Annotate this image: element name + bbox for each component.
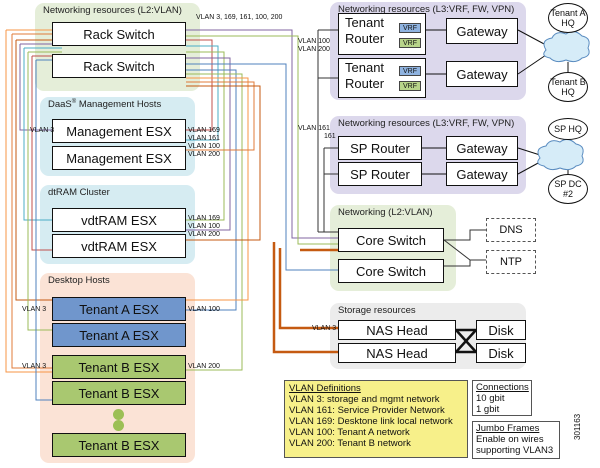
core-group-title: Networking (L2:VLAN) [338, 207, 433, 218]
rack-switch-1: Rack Switch [52, 22, 186, 46]
tenant-b-esx-2: Tenant B ESX [52, 381, 186, 405]
vlan161-short-label: 161 [324, 133, 336, 140]
core-switch-2: Core Switch [338, 259, 444, 283]
tenant-a-hq: Tenant A HQ [548, 3, 588, 33]
nas-head-1: NAS Head [338, 320, 456, 340]
management-esx-2: Management ESX [52, 146, 186, 170]
ellipsis-dot [113, 409, 124, 420]
vdtram-esx-2: vdtRAM ESX [52, 234, 186, 258]
sp-router-1: SP Router [338, 136, 422, 160]
gateway-4: Gateway [446, 162, 518, 186]
figure-number: 301163 [573, 413, 582, 440]
legend-row: VLAN 100: Tenant A network [289, 427, 410, 438]
vlan-top-label: VLAN 3, 169, 161, 100, 200 [196, 14, 283, 21]
core-switch-1: Core Switch [338, 228, 444, 252]
vlan200-label: VLAN 200 [298, 46, 330, 53]
vlan-definitions-legend: VLAN Definitions VLAN 3: storage and mgm… [284, 380, 468, 458]
jumbo-frames-legend: Jumbo Frames Enable on wires supporting … [472, 421, 560, 459]
nas-head-2: NAS Head [338, 343, 456, 363]
gateway-2: Gateway [446, 61, 518, 87]
l3-group-title-tenant: Networking resources (L3:VRF, FW, VPN) [338, 4, 515, 15]
tenant-a-esx-1: Tenant A ESX [52, 297, 186, 321]
vlan3-label: VLAN 3 [22, 306, 47, 313]
desktop-group-title: Desktop Hosts [48, 275, 110, 286]
management-esx-1: Management ESX [52, 119, 186, 143]
vlan200-label: VLAN 200 [188, 363, 220, 370]
gateway-3: Gateway [446, 136, 518, 160]
vrf-chip: VRF [399, 66, 421, 76]
vrf-chip: VRF [399, 23, 421, 33]
sp-router-2: SP Router [338, 162, 422, 186]
jumbo-title: Jumbo Frames [476, 423, 540, 434]
legend-row: VLAN 3: storage and mgmt network [289, 394, 440, 405]
vlan169-label: VLAN 169 [188, 215, 220, 222]
vlan100-label: VLAN 100 [188, 223, 220, 230]
ellipsis-dot [113, 420, 124, 431]
l3-group-title-sp: Networking resources (L3:VRF, FW, VPN) [338, 118, 515, 129]
vlan100-label: VLAN 100 [188, 306, 220, 313]
connection-1g: 1 gbit [476, 404, 500, 415]
vlan200-label: VLAN 200 [188, 231, 220, 238]
jumbo-line-1: Enable on wires [476, 434, 544, 445]
sp-hq: SP HQ [548, 118, 588, 140]
gateway-1: Gateway [446, 18, 518, 44]
vlan161-label: VLAN 161 [188, 135, 220, 142]
vlan161-label: VLAN 161 [298, 125, 330, 132]
dns-server: DNS [486, 218, 536, 242]
disk-1: Disk [476, 320, 526, 340]
sp-dc-2: SP DC #2 [548, 174, 588, 204]
rack-switch-2: Rack Switch [52, 54, 186, 78]
vlan200-label: VLAN 200 [188, 151, 220, 158]
tenant-b-hq: Tenant B HQ [548, 72, 588, 102]
connections-legend: Connections 10 gbit 1 gbit [472, 380, 532, 416]
legend-row: VLAN 161: Service Provider Network [289, 405, 445, 416]
vlan100-label: VLAN 100 [298, 38, 330, 45]
vrf-chip: VRF [399, 38, 421, 48]
legend-row: VLAN 200: Tenant B network [289, 438, 411, 449]
ntp-server: NTP [486, 250, 536, 274]
vlan3-label: VLAN 3 [30, 127, 55, 134]
jumbo-line-2: supporting VLAN3 [476, 445, 554, 456]
vlan3-label: VLAN 3 [22, 363, 47, 370]
connections-title: Connections [476, 382, 529, 393]
vlan169-label: VLAN 169 [188, 127, 220, 134]
storage-group-title: Storage resources [338, 305, 416, 316]
l2-group-title: Networking resources (L2:VLAN) [43, 5, 182, 16]
connection-10g: 10 gbit [476, 393, 505, 404]
daas-group-title: DaaS® Management Hosts [48, 99, 162, 111]
tenant-a-esx-2: Tenant A ESX [52, 323, 186, 347]
vrf-chip: VRF [399, 81, 421, 91]
vlan3-label: VLAN 3 [312, 325, 337, 332]
vdtram-esx-1: vdtRAM ESX [52, 208, 186, 232]
dtram-group-title: dtRAM Cluster [48, 187, 110, 198]
legend-title: VLAN Definitions [289, 383, 361, 394]
legend-row: VLAN 169: Desktone link local network [289, 416, 453, 427]
tenant-b-esx-3: Tenant B ESX [52, 433, 186, 457]
tenant-b-esx-1: Tenant B ESX [52, 355, 186, 379]
disk-2: Disk [476, 343, 526, 363]
vlan100-label: VLAN 100 [188, 143, 220, 150]
